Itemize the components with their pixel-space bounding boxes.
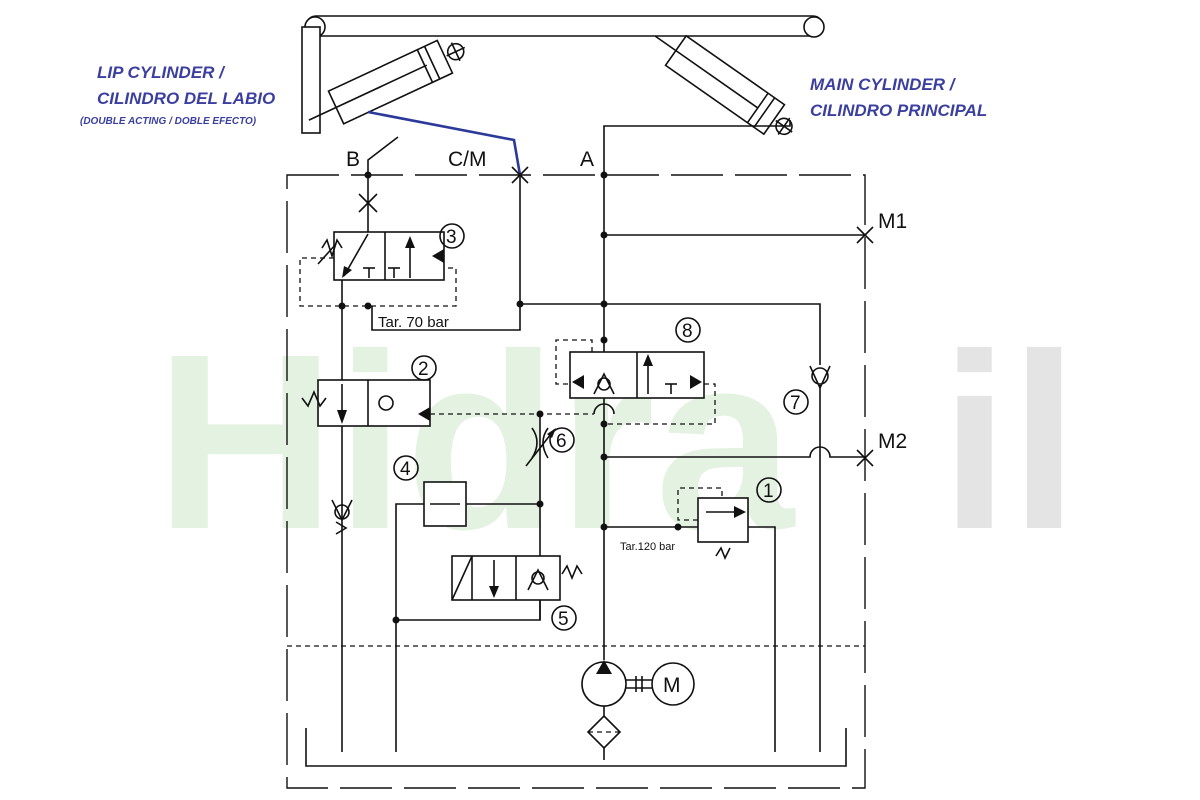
relief-valve-1 [604,487,776,752]
relief-valve-1-setting: Tar.120 bar [620,541,675,553]
main-cylinder [654,34,793,136]
line-cm-internal [371,175,521,331]
callout-7: 7 [783,389,809,415]
motor-label: M [663,674,681,697]
callout-2: 2 [411,355,437,381]
valve-3 [299,231,457,307]
check-valve-b [331,499,353,535]
port-cm-label: C/M [448,148,487,171]
watermark: Hidra il [155,302,1079,581]
callout-1: 1 [756,477,782,503]
lip-cylinder-type: (DOUBLE ACTING / DOBLE EFECTO) [80,116,257,127]
line-a-feed [603,120,791,175]
callout-3-num: 3 [446,227,457,248]
callout-6: 6 [549,427,575,453]
tank [305,728,847,767]
callout-2-num: 2 [418,359,429,380]
callout-8: 8 [675,317,701,343]
line-cm-feed [367,110,522,176]
lip-cylinder-title: LIP CYLINDER / [97,63,226,82]
lip-cylinder [308,39,466,125]
main-cylinder-title: MAIN CYLINDER / [810,75,957,94]
motor: M [651,662,695,706]
callout-3: 3 [439,223,465,249]
junction-dots [338,171,682,624]
callout-6-num: 6 [556,431,567,452]
callout-5-num: 5 [558,609,569,630]
crossover-8 [593,403,615,415]
port-b-label: B [346,148,360,171]
callout-4-num: 4 [400,459,411,480]
pump [581,660,652,707]
callout-5: 5 [551,605,577,631]
valve-2 [301,379,431,427]
port-a-label: A [580,148,594,171]
valve-5 [451,555,583,601]
main-cylinder-title-es: CILINDRO PRINCIPAL [810,101,987,120]
line-b-feed [367,136,399,175]
port-m2-label: M2 [878,430,907,453]
watermark-right: il [940,302,1079,581]
callout-7-num: 7 [790,393,801,414]
port-m1-label: M1 [878,210,907,233]
callout-4: 4 [393,455,419,481]
check-valve-7 [809,365,831,390]
linkage-bar [301,15,825,134]
suction-filter [586,706,622,760]
manifold-frame [286,174,866,789]
watermark-left: Hidra [155,302,796,581]
callout-8-num: 8 [682,321,693,342]
valve-8 [555,339,716,425]
valve-3-setting: Tar. 70 bar [378,314,449,331]
callout-1-num: 1 [763,481,774,502]
block-4 [395,481,540,620]
line-5-return [396,600,541,621]
line-check7-feed [520,303,821,365]
lip-cylinder-title-es: CILINDRO DEL LABIO [97,89,275,108]
